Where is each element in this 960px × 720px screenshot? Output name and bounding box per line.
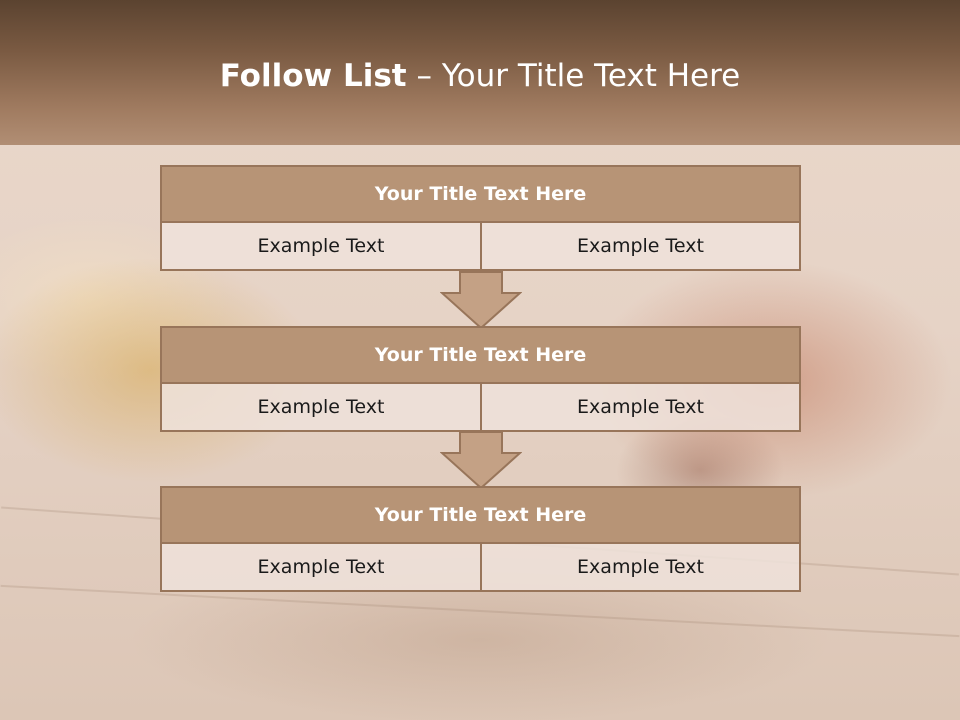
step-right-text: Example Text (480, 542, 801, 592)
step-left-text: Example Text (160, 221, 482, 271)
down-arrow-icon (440, 431, 522, 489)
slide-title: Follow List – Your Title Text Here (0, 52, 960, 100)
slide-title-bold: Follow List (219, 58, 407, 94)
step-left-text: Example Text (160, 382, 482, 432)
step-title: Your Title Text Here (160, 326, 801, 384)
step-title: Your Title Text Here (160, 486, 801, 544)
header-band: Follow List – Your Title Text Here (0, 0, 960, 145)
step-right-text: Example Text (480, 382, 801, 432)
step-title: Your Title Text Here (160, 165, 801, 223)
slide-title-rest: – Your Title Text Here (406, 58, 741, 94)
step-left-text: Example Text (160, 542, 482, 592)
down-arrow-icon (440, 271, 522, 329)
step-right-text: Example Text (480, 221, 801, 271)
